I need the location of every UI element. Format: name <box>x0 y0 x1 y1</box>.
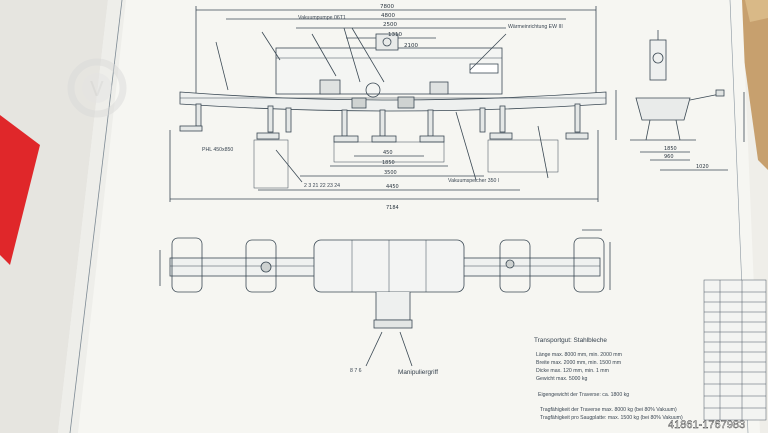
dim-side-2: 960 <box>664 154 674 160</box>
title-block <box>703 279 767 421</box>
red-binder <box>0 115 40 265</box>
dim-bottom-2: 1850 <box>382 160 395 166</box>
dim-bottom-4: 4450 <box>386 184 399 190</box>
spec-line-1: Länge max. 8000 mm, min. 2000 mm <box>536 352 622 358</box>
dim-bottom-3: 3500 <box>384 170 397 176</box>
part-refs-bottom: 2 3 21 22 23 24 <box>304 183 340 189</box>
spec-line-2: Breite max. 2000 mm, min. 1500 mm <box>536 360 621 366</box>
dim-top-3: 2500 <box>383 22 397 28</box>
label-handle: Manipuliergriff <box>398 369 438 376</box>
spec-line-4: Gewicht max. 5000 kg <box>536 376 587 382</box>
dim-top-4: 1310 <box>388 32 402 38</box>
dim-top-1: 7800 <box>380 4 394 10</box>
dim-top-5: 2100 <box>404 43 418 49</box>
plan-view <box>159 229 611 367</box>
part-refs-handle: 8 7 6 <box>350 368 362 374</box>
side-view <box>615 30 745 171</box>
spec-block: Transportgut: Stahlbleche Länge max. 800… <box>534 337 683 421</box>
label-pad: PHL 450x850 <box>202 147 233 153</box>
front-elevation-view <box>169 6 607 202</box>
svg-text:V: V <box>90 77 104 101</box>
dim-side-3: 1020 <box>696 164 709 170</box>
spec-capacity-1: Tragfähigkeit der Traverse max. 8000 kg … <box>540 407 677 413</box>
label-vacuum-pump: Vakuumpumpe 06T1 <box>298 15 346 21</box>
dim-bottom-1: 450 <box>383 150 393 156</box>
dim-top-2: 4800 <box>381 13 395 19</box>
watermark-logo: V <box>67 58 127 118</box>
label-heating: Wärmeinrichtung EW III <box>508 24 563 30</box>
dim-bottom-5: 7184 <box>386 205 399 211</box>
table-surface <box>0 0 110 433</box>
paper-sheet <box>58 0 760 433</box>
spec-capacity-2: Tragfähigkeit pro Saugplatte: max. 1500 … <box>540 415 683 421</box>
label-reservoir: Vakuumspeicher 350 l <box>448 178 499 184</box>
spec-title: Transportgut: Stahlbleche <box>534 337 607 344</box>
watermark-id: 41861-1767983 <box>668 419 745 431</box>
spec-line-3: Dicke max. 120 mm, min. 1 mm <box>536 368 609 374</box>
dim-side-1: 1850 <box>664 146 677 152</box>
wooden-shelf <box>738 0 768 170</box>
spec-self-weight: Eigengewicht der Traverse: ca. 1800 kg <box>538 392 629 398</box>
